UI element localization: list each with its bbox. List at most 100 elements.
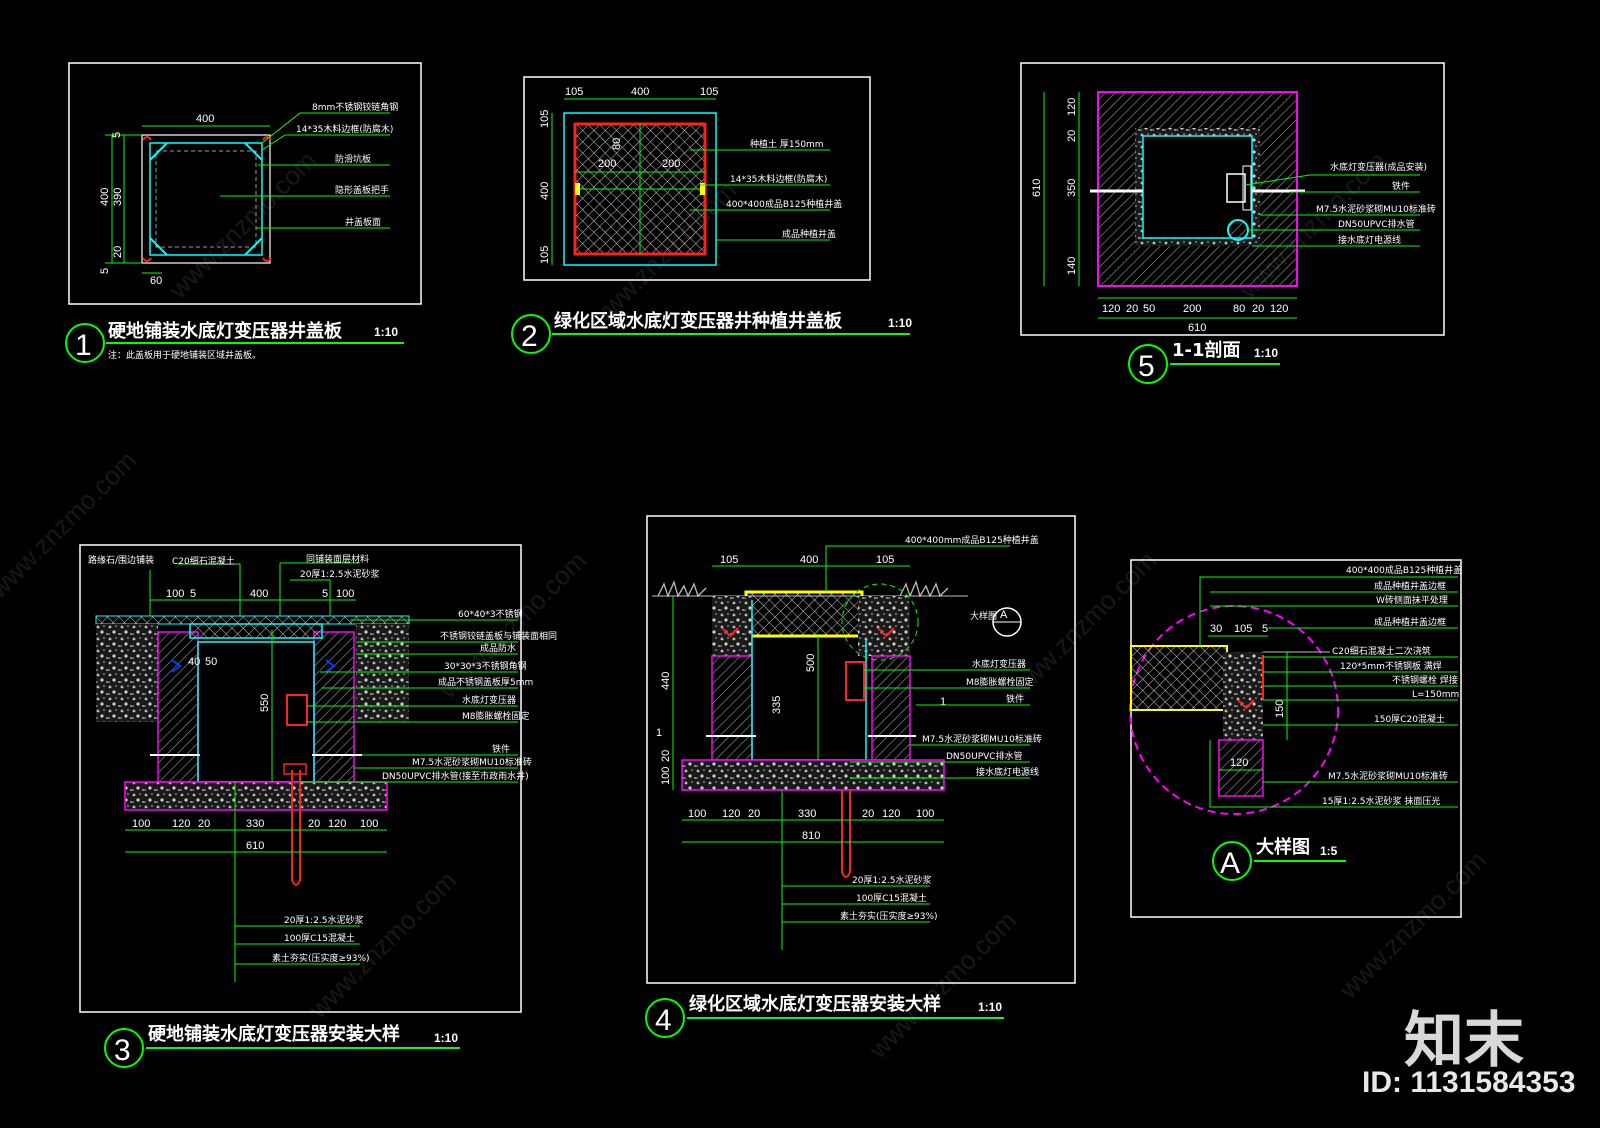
detail-1-leaders [220,112,390,229]
detail-4-right-leaders [850,669,1030,779]
callout-label: M7.5水泥砂浆砌MU10标准砖 [412,756,532,768]
callout-label: 水底灯变压器(成品安装) [1330,161,1427,173]
watermark-text: www.znzmo.com [302,865,462,1025]
callout-label: 铁件 [492,743,510,755]
callout-label: 不锈钢螺栓 焊接 [1392,674,1458,686]
detail-2-outer-frame [563,112,717,266]
detail-number: 1 [75,329,92,362]
ref-letter: A [1000,609,1008,621]
dim-text: 50 [205,656,217,668]
callout-label: 接水底灯电源线 [1338,234,1401,246]
detail-4-planting-install: A 105 400 105 440 100 20 500 335 1 1 100… [645,515,1076,1038]
detail-4-frame [646,515,1076,984]
detail-scale: 1:10 [434,1031,458,1045]
section-mark: 1 [940,696,946,708]
dim-text: 100 [688,808,706,820]
callout-label: 成品种植井盖边框 [1374,616,1446,628]
dim-text: 120 [1230,757,1248,769]
dim-text: 400 [539,182,551,200]
detail-letter: A [1220,847,1240,880]
detail-number-circle [65,323,105,363]
drain-pipe [291,770,301,886]
detail-1-frame [68,62,422,305]
detail-number-circle [104,1028,144,1068]
dim-text: 5 [322,588,328,600]
callout-label: 种植土 厚150mm [750,138,824,150]
watermark-text: www.znzmo.com [862,905,1022,1065]
detail-number-circle [1128,344,1168,384]
callout-label: 素土夯实(压实度≥93%) [272,952,370,964]
dim-text: 400 [250,588,268,600]
callout-label: 路缘石/围边铺装 [88,554,154,566]
callout-label: 水底灯变压器 [462,694,516,706]
dim-text: 100 [132,818,150,830]
callout-label: 铁件 [1392,180,1410,192]
detail-scale: 1:10 [888,316,912,330]
dim-text: 810 [802,830,820,842]
transformer-box [845,661,865,701]
detail-scale: 1:10 [1254,346,1278,360]
dim-text: 5 [190,588,196,600]
dim-text: 200 [1183,303,1201,315]
detail-a-frame [1130,559,1462,918]
dim-text: 100 [660,767,672,785]
detail-title: 绿化区域水底灯变压器安装大样 [689,993,941,1015]
detail-title: 1-1剖面 [1172,339,1241,361]
dim-text: 20 [308,818,320,830]
dim-text: 20 [198,818,210,830]
detail-3-top-leaders [149,562,360,616]
callout-label: 60*40*3不锈钢 [458,608,523,620]
detail-note: 注：此盖板用于硬地铺装区域井盖板。 [108,349,261,361]
dim-text: 20 [1252,303,1264,315]
brick-wall-right [871,655,911,761]
detail-5-frame [1020,62,1445,336]
callout-label: 水底灯变压器 [972,658,1026,670]
dim-text: 105 [539,246,551,264]
planting-cover [744,590,864,638]
callout-label: L=150mm [1412,690,1459,700]
callout-label: 大样图 [970,610,997,622]
callout-label: W砖侧面抹平处理 [1376,594,1448,606]
drain-pipe [1227,219,1249,241]
dim-text: 120 [1270,303,1288,315]
detail-number: 5 [1138,350,1155,383]
callout-label: 成品种植井盖 [782,228,836,240]
dim-text: 330 [246,818,264,830]
dim-text: 400 [800,554,818,566]
detail-number-circle [645,998,685,1038]
callout-label: M8膨胀螺栓固定 [966,676,1034,688]
dim-text: 440 [660,672,672,690]
dim-text: 400 [99,188,111,206]
dim-text: 330 [798,808,816,820]
dim-text: 120 [722,808,740,820]
callout-label: 14*35木料边框(防腐木) [296,123,393,135]
callout-label: 隐形盖板把手 [335,184,389,196]
dim-text: 5 [99,268,111,274]
dim-text: 20 [862,808,874,820]
detail-a-enlarged: 30 105 5 150 120 400*400成品B125种植井盖 成品种植井… [1129,559,1462,918]
dim-text: 20 [660,750,672,762]
callout-label: 井盖板面 [345,216,381,228]
detail-number: 3 [114,1034,131,1067]
detail-1-corner-hinge [142,136,272,262]
gravel-left [96,624,158,722]
detail-3-dimensions [125,599,387,982]
callout-label: 20厚1:2.5水泥砂浆 [852,874,932,886]
dim-text: 400 [196,113,214,125]
callout-label: 成品防水 [480,642,516,654]
dim-text: 105 [700,86,718,98]
dim-text: 20 [748,808,760,820]
dim-text: 80 [611,138,623,150]
dim-text: 105 [720,554,738,566]
detail-2-frame [523,76,871,281]
gravel-right [356,624,409,722]
detail-3-right-leaders [300,619,518,783]
dim-text: 500 [805,654,817,672]
drain-pipe [841,790,851,878]
detail-number-circle [511,314,551,354]
dim-text: 30 [1210,623,1222,635]
callout-label: DN50UPVC排水管 [946,750,1023,762]
detail-4-dimensions [672,565,944,950]
dim-text: 140 [1066,257,1078,275]
